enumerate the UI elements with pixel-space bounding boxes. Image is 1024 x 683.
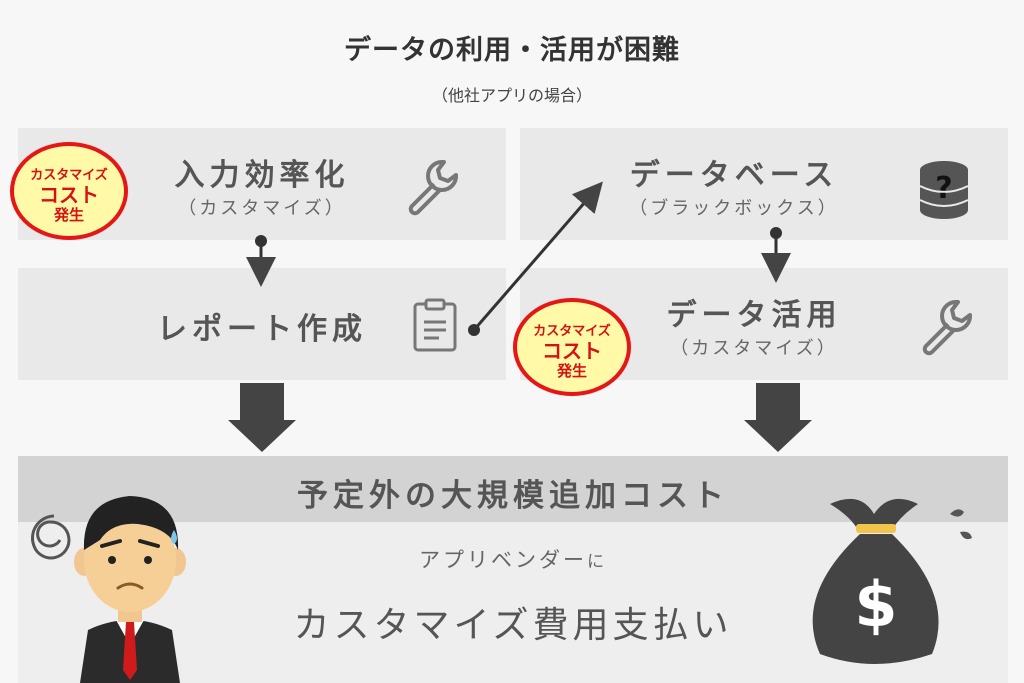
money-bag-icon: $ xyxy=(812,498,972,664)
cost-panel-title: 予定外の大規模追加コスト xyxy=(297,478,729,514)
vendor-suffix: に xyxy=(587,552,607,572)
badge-line1: カスタマイズ xyxy=(30,168,108,183)
page-subtitle: （他社アプリの場合） xyxy=(431,86,592,105)
arrow-diagonal xyxy=(472,181,603,331)
box-report-creation-label: レポート作成 xyxy=(157,312,367,347)
badge-line3: 発生 xyxy=(556,362,587,380)
confusion-swirl-icon xyxy=(31,514,71,560)
clipboard-icon xyxy=(413,298,457,352)
worried-businessman xyxy=(31,496,186,683)
badge-line2: コスト xyxy=(542,339,602,363)
svg-text:$: $ xyxy=(854,568,897,641)
badge-line1: カスタマイズ xyxy=(533,324,611,339)
svg-text:?: ? xyxy=(935,171,952,206)
wrench-icon xyxy=(922,299,973,356)
cost-badge: カスタマイズ コスト 発生 xyxy=(513,298,631,396)
box-database-sublabel: （ブラックボックス） xyxy=(629,198,839,219)
badge-line3: 発生 xyxy=(53,206,84,224)
payment-text: カスタマイズ費用支払い xyxy=(293,605,733,646)
box-data-utilization-label: データ活用 xyxy=(666,298,842,333)
badge-line2: コスト xyxy=(39,183,99,207)
cost-badge: カスタマイズ コスト 発生 xyxy=(10,142,128,240)
box-input-efficiency-label: 入力効率化 xyxy=(174,158,350,193)
big-down-arrow-left xyxy=(228,383,296,452)
database-question-icon: ? xyxy=(919,161,969,219)
box-data-utilization-sublabel: （カスタマイズ） xyxy=(670,338,838,359)
box-input-efficiency-sublabel: （カスタマイズ） xyxy=(178,198,346,219)
vendor-text: アプリベンダー xyxy=(419,548,587,572)
wrench-icon xyxy=(408,159,459,216)
page-title: データの利用・活用が困難 xyxy=(344,35,680,66)
box-database-label: データベース xyxy=(629,158,839,193)
vendor-line: アプリベンダーに xyxy=(18,544,1008,574)
big-down-arrow-right xyxy=(744,383,812,452)
